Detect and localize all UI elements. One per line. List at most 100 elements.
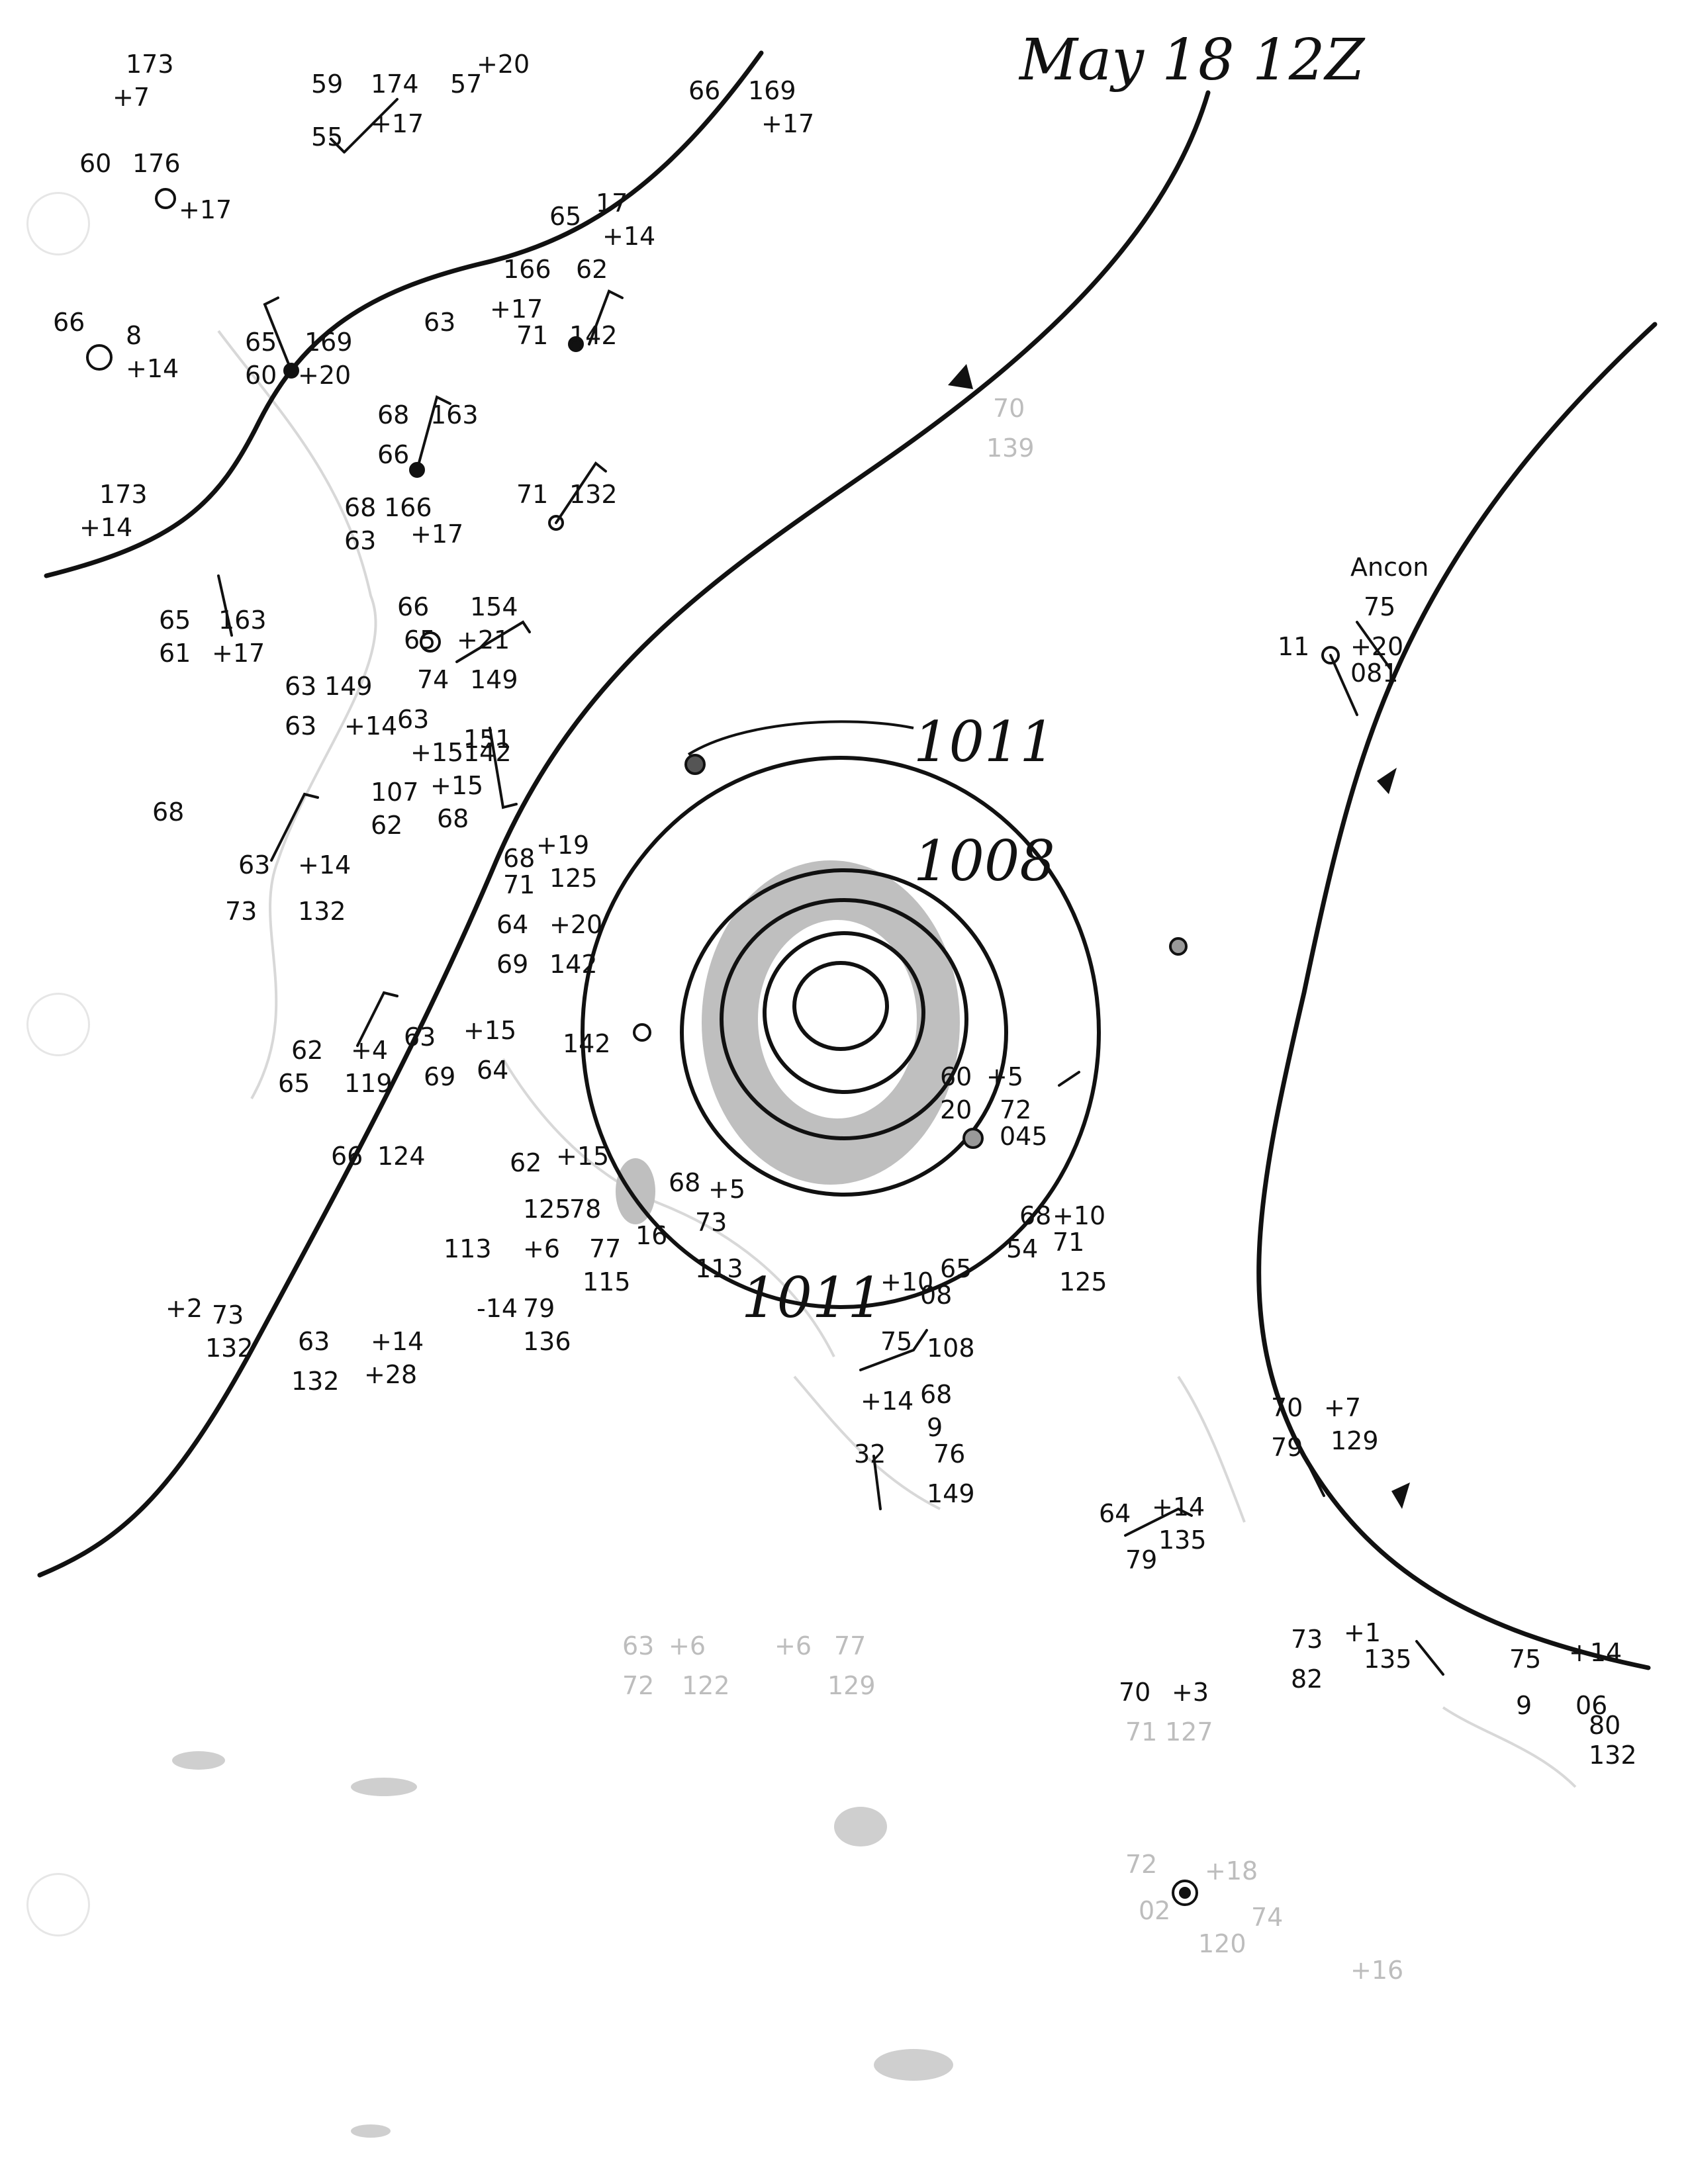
obs-value: +14 xyxy=(298,850,351,880)
isobar-1008 xyxy=(680,868,1008,1197)
obs-value: 9 xyxy=(1516,1691,1532,1720)
obs-value: 151 xyxy=(463,725,512,754)
obs-value: 62 xyxy=(291,1036,323,1065)
obs-value: 65 xyxy=(940,1254,972,1283)
isobar-outer xyxy=(581,756,1101,1309)
obs-value: 142 xyxy=(563,1029,611,1058)
isobar-inner-1 xyxy=(720,898,968,1140)
obs-value: 163 xyxy=(218,606,267,635)
obs-value: 72 xyxy=(1125,1850,1157,1879)
obs-value: 9 xyxy=(927,1413,943,1442)
map-title: May 18 12Z xyxy=(1018,27,1365,93)
obs-value: 60 xyxy=(940,1062,972,1091)
obs-value: 149 xyxy=(470,665,518,694)
obs-value: 64 xyxy=(1099,1499,1131,1528)
obs-value: 163 xyxy=(430,400,479,430)
obs-value: 115 xyxy=(583,1267,631,1297)
obs-value: +1 xyxy=(1344,1618,1381,1647)
obs-value: 8 xyxy=(126,321,142,350)
obs-value: 74 xyxy=(1251,1903,1283,1932)
obs-value: 57 xyxy=(450,69,482,99)
obs-value: 68 xyxy=(920,1380,952,1409)
obs-value: +17 xyxy=(371,109,424,138)
obs-value: +20 xyxy=(477,50,530,79)
obs-value: 66 xyxy=(331,1142,363,1171)
obs-value: 166 xyxy=(503,255,551,284)
obs-value: 107 xyxy=(371,778,419,807)
obs-value: 149 xyxy=(927,1479,975,1508)
obs-value: 66 xyxy=(53,308,85,337)
isobars xyxy=(581,720,1101,1309)
obs-value: +14 xyxy=(1152,1492,1205,1522)
obs-value: 132 xyxy=(298,897,346,926)
obs-value: 78 xyxy=(569,1195,601,1224)
obs-value: +15 xyxy=(410,738,463,767)
obs-value: 125 xyxy=(549,864,598,893)
obs-value: 63 xyxy=(285,672,316,701)
obs-value: 17 xyxy=(596,189,628,218)
obs-value: +5 xyxy=(986,1062,1023,1091)
obs-value: 75 xyxy=(880,1327,912,1356)
obs-value: 108 xyxy=(927,1334,975,1363)
obs-value: 63 xyxy=(298,1327,330,1356)
obs-value: 69 xyxy=(424,1062,455,1091)
obs-value: 69 xyxy=(496,950,528,979)
obs-value: +7 xyxy=(113,83,150,112)
isobar-label-north: 1011 xyxy=(914,709,1055,774)
obs-value: 62 xyxy=(576,255,608,284)
obs-value: 20 xyxy=(940,1095,972,1124)
obs-value: +14 xyxy=(126,354,179,383)
obs-value: 73 xyxy=(212,1300,244,1330)
obs-value: 73 xyxy=(695,1208,727,1237)
obs-value: 63 xyxy=(238,850,270,880)
obs-value: 62 xyxy=(371,811,402,840)
obs-value: 129 xyxy=(1331,1426,1379,1455)
obs-value: +14 xyxy=(602,222,655,251)
obs-value: 02 xyxy=(1139,1896,1170,1925)
obs-value: +6 xyxy=(774,1631,812,1661)
obs-value: 71 xyxy=(1053,1228,1084,1257)
obs-value: 63 xyxy=(344,526,376,555)
obs-value: 136 xyxy=(523,1327,571,1356)
obs-value: 66 xyxy=(397,592,429,621)
obs-value: 142 xyxy=(463,738,512,767)
obs-value: +3 xyxy=(1172,1678,1209,1707)
obs-value: 70 xyxy=(1271,1393,1303,1422)
obs-value: 66 xyxy=(688,76,720,105)
rain-shading xyxy=(616,860,960,1224)
observations: 173 +7 59 174 57 +20 66 169 +17 55 +17 6… xyxy=(53,50,1637,1985)
obs-value: 129 xyxy=(827,1671,876,1700)
obs-value: +4 xyxy=(351,1036,388,1065)
cold-front-main xyxy=(37,90,1211,1578)
obs-value: 64 xyxy=(477,1056,508,1085)
obs-value: 32 xyxy=(854,1439,886,1469)
obs-value: +17 xyxy=(490,295,543,324)
obs-value: +19 xyxy=(536,831,589,860)
obs-value: +18 xyxy=(1205,1856,1258,1886)
isobar-inner-3 xyxy=(792,961,889,1051)
obs-value: 176 xyxy=(132,149,181,178)
obs-value: 79 xyxy=(1125,1545,1157,1574)
obs-value: +15 xyxy=(430,771,483,800)
obs-value: 081 xyxy=(1350,659,1399,688)
obs-value: 120 xyxy=(1198,1929,1246,1958)
obs-value: +10 xyxy=(880,1267,933,1297)
obs-value: 68 xyxy=(669,1168,700,1197)
obs-value: 06 xyxy=(1575,1691,1607,1720)
obs-value: 65 xyxy=(245,328,277,357)
obs-value: 122 xyxy=(682,1671,730,1700)
obs-value: +14 xyxy=(1569,1638,1622,1667)
obs-value: +17 xyxy=(761,109,814,138)
obs-value: 169 xyxy=(748,76,796,105)
obs-value: 166 xyxy=(384,493,432,522)
obs-value: 68 xyxy=(503,844,535,873)
obs-value: +14 xyxy=(344,711,397,741)
obs-value: 79 xyxy=(523,1294,555,1323)
punch-hole xyxy=(26,192,90,255)
obs-value: 113 xyxy=(695,1254,743,1283)
obs-value: 80 xyxy=(1589,1711,1620,1740)
obs-value: 77 xyxy=(834,1631,866,1661)
obs-value: 124 xyxy=(377,1142,426,1171)
obs-value: 132 xyxy=(205,1334,254,1363)
obs-value: 82 xyxy=(1291,1664,1323,1694)
